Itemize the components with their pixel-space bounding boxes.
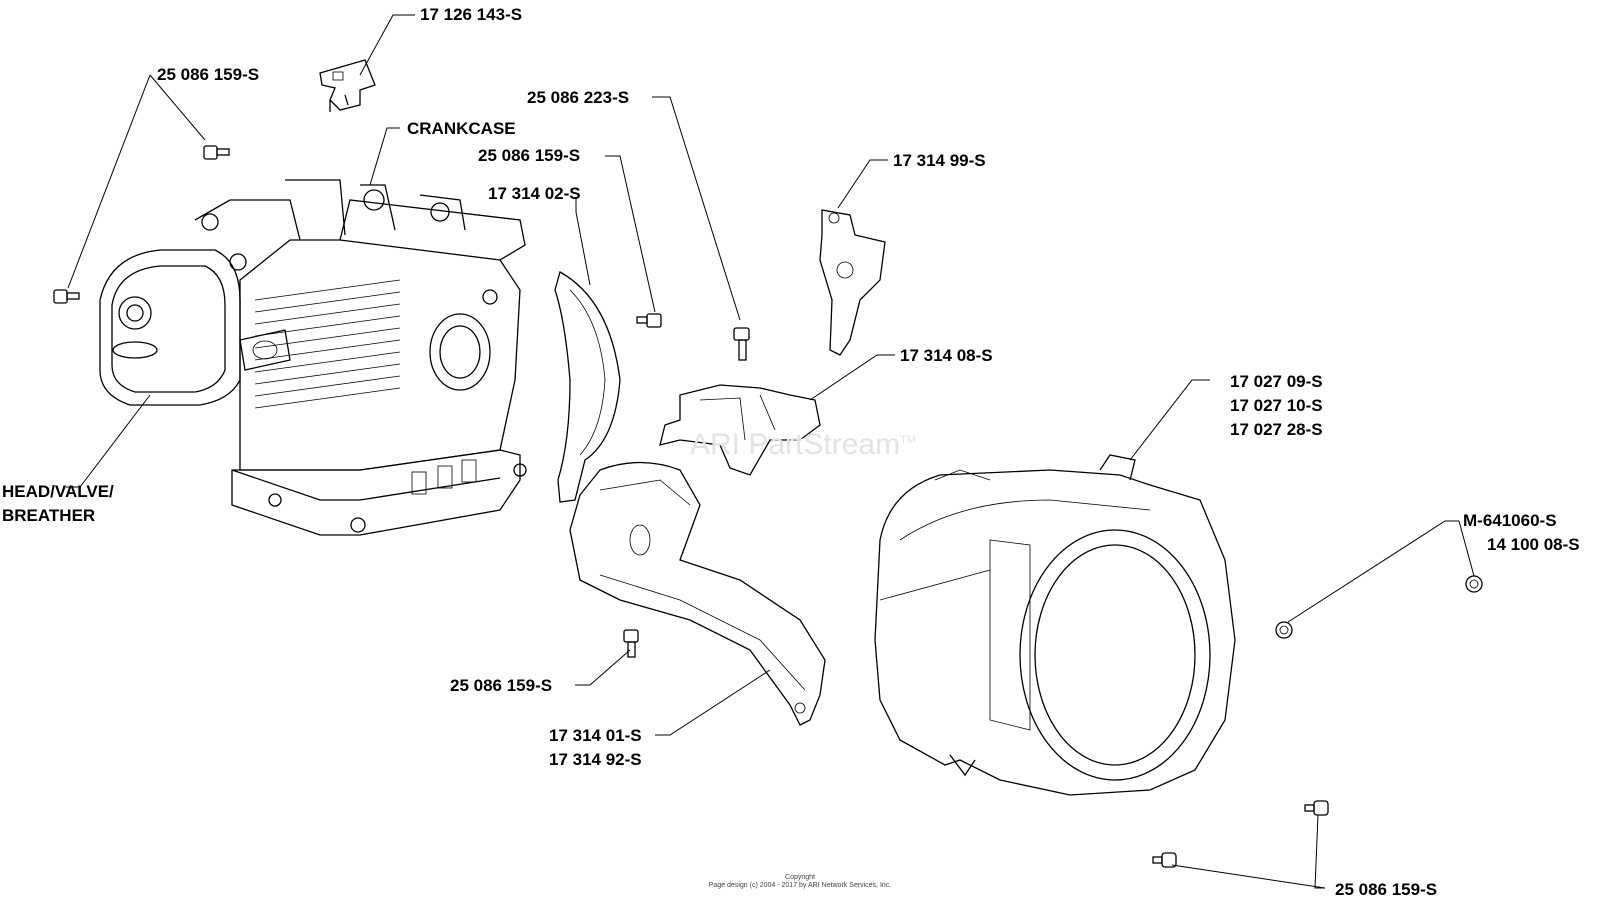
engine-assembly — [99, 179, 527, 536]
label-nut-1[interactable]: M-641060-S — [1463, 511, 1557, 530]
leader-lines — [66, 14, 1475, 889]
label-blower-housing-1[interactable]: 17 027 09-S — [1230, 372, 1323, 391]
label-upper-shield[interactable]: 17 314 99-S — [893, 151, 986, 170]
upper-shield — [819, 209, 886, 356]
watermark-tm: TM — [900, 434, 916, 446]
watermark-text: ARI PartStream — [690, 428, 901, 461]
label-screw-top-middle[interactable]: 25 086 223-S — [527, 88, 630, 107]
label-blower-housing-2[interactable]: 17 027 10-S — [1230, 396, 1323, 415]
label-crankcase[interactable]: CRANKCASE — [407, 119, 516, 138]
label-nut-2[interactable]: 14 100 08-S — [1487, 535, 1580, 554]
label-blower-housing-3[interactable]: 17 027 28-S — [1230, 420, 1323, 439]
bracket-part — [319, 59, 376, 112]
copyright: Copyright Page design (c) 2004 - 2017 by… — [700, 874, 900, 890]
blower-housing — [874, 454, 1236, 796]
label-lower-shield-1[interactable]: 17 314 01-S — [549, 726, 642, 745]
label-head-valve-2[interactable]: BREATHER — [2, 506, 96, 525]
label-lower-shield-2[interactable]: 17 314 92-S — [549, 750, 642, 769]
label-screw-bottom-center[interactable]: 25 086 159-S — [450, 676, 553, 695]
label-screw-middle[interactable]: 25 086 159-S — [478, 146, 581, 165]
label-head-valve-1[interactable]: HEAD/VALVE/ — [2, 482, 114, 501]
lower-shield — [569, 461, 826, 726]
copyright-line2: Page design (c) 2004 - 2017 by ARI Netwo… — [708, 882, 892, 889]
copyright-line1: Copyright — [785, 874, 815, 881]
watermark: ARI PartStreamTM — [690, 428, 916, 462]
inner-shield — [554, 271, 621, 503]
label-inner-shield[interactable]: 17 314 02-S — [488, 184, 581, 203]
label-screw-bottom-right[interactable]: 25 086 159-S — [1335, 880, 1438, 899]
label-baffle[interactable]: 17 314 08-S — [900, 346, 993, 365]
label-screw-top-left[interactable]: 25 086 159-S — [157, 65, 260, 84]
label-bracket-part[interactable]: 17 126 143-S — [420, 5, 523, 24]
screws — [53, 145, 1483, 868]
baffle — [659, 384, 821, 476]
